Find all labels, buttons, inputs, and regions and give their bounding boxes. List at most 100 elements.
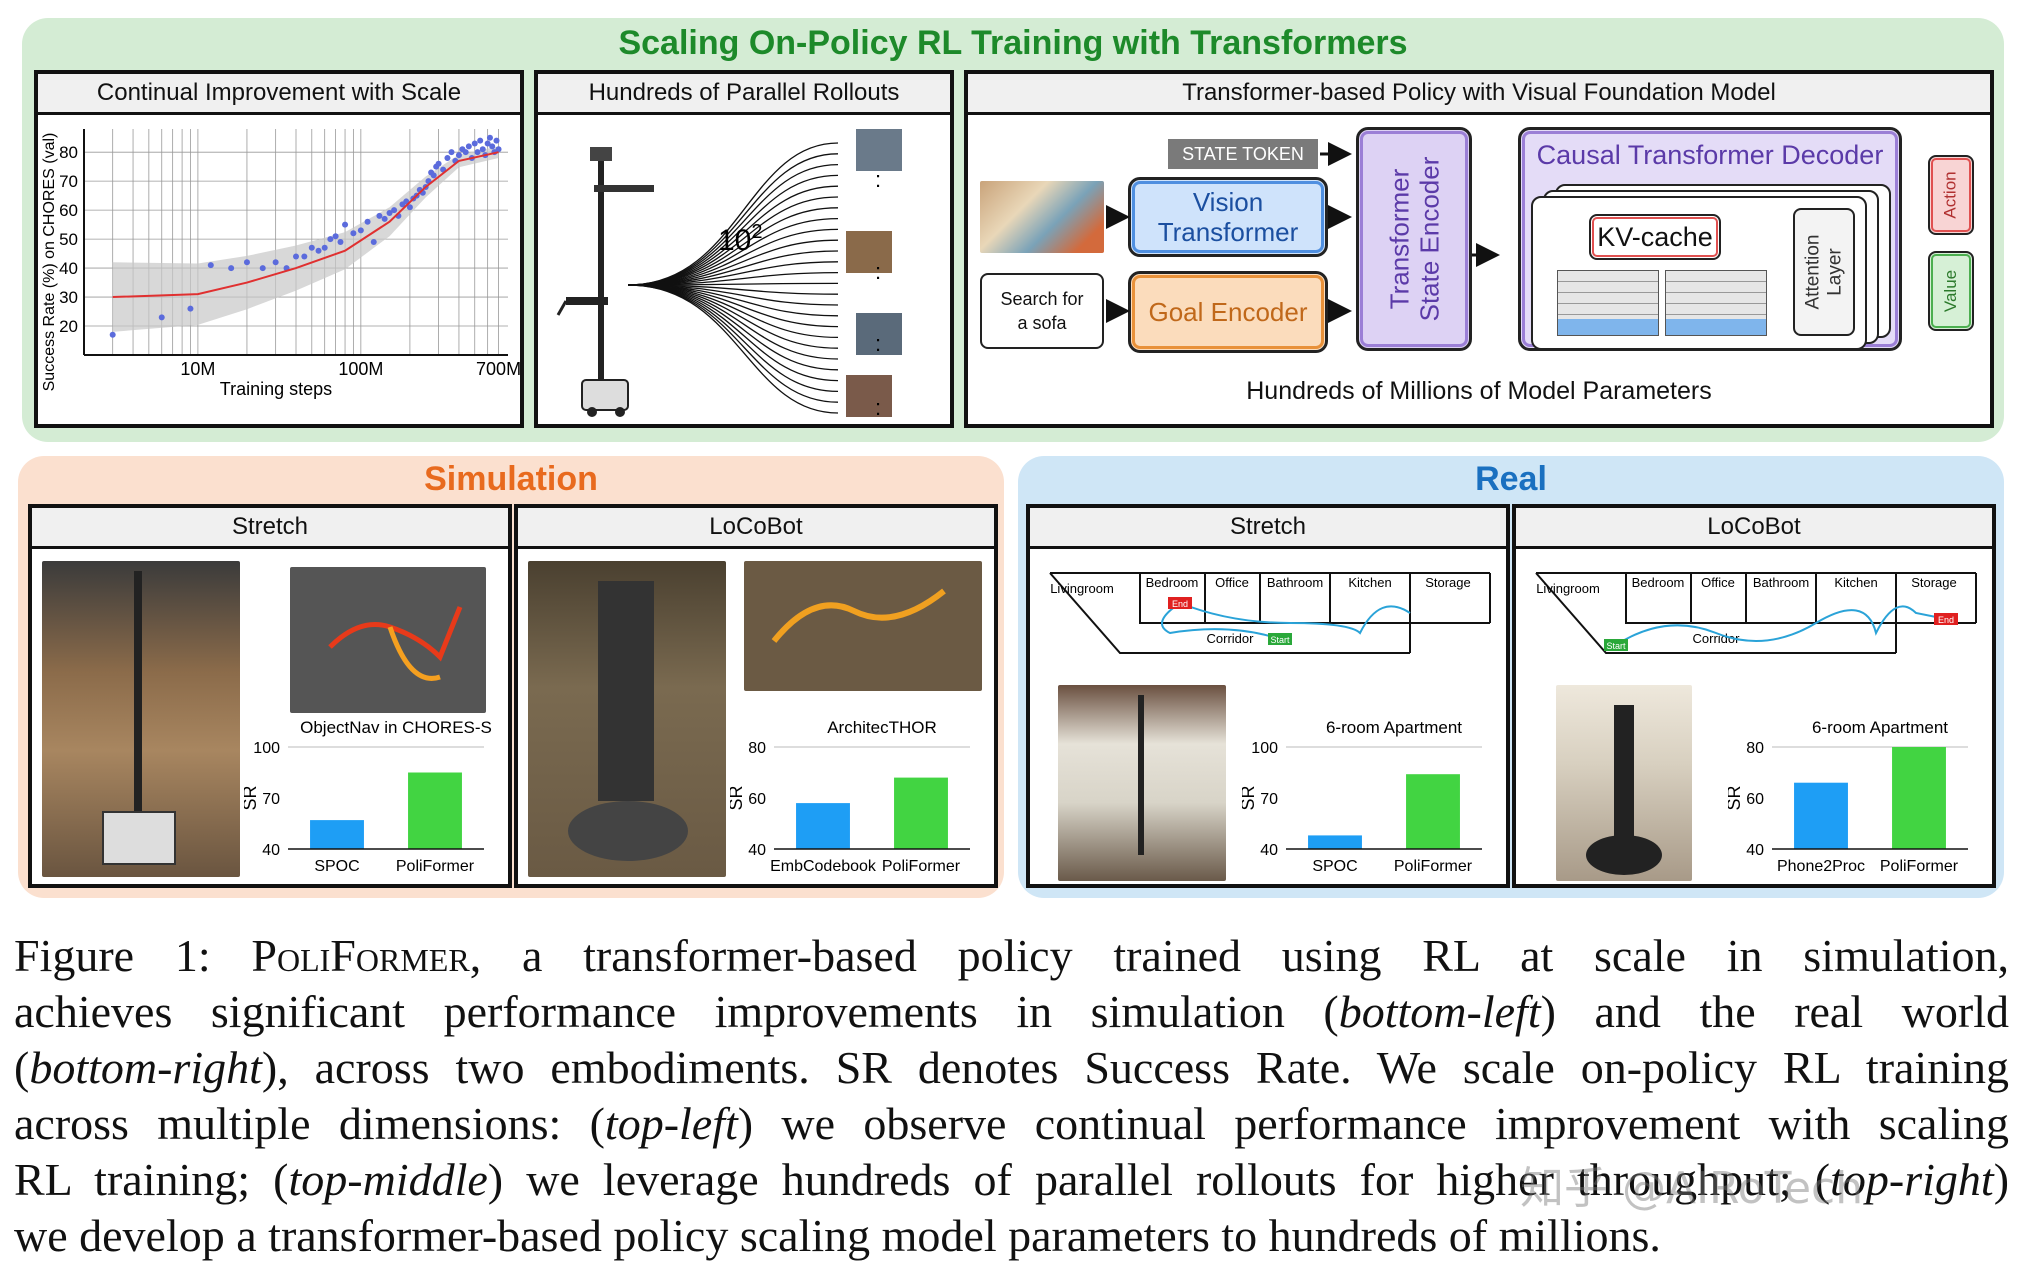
bar-embcodebook (796, 803, 850, 849)
real-stretch-photo (1058, 685, 1226, 881)
data-point (293, 253, 299, 260)
data-point (187, 305, 194, 312)
bar-category-label: SPOC (314, 858, 359, 875)
caption-l2b: ) and the real world (1540, 986, 2010, 1037)
real-stretch-header: Stretch (1030, 508, 1506, 549)
start-marker (1604, 639, 1628, 651)
bar-category-label: SPOC (1312, 858, 1357, 875)
y-axis-label: Success Rate (%) on CHORES (val) (41, 133, 58, 392)
data-point (465, 143, 472, 150)
arch-footer: Hundreds of Millions of Model Parameters (1246, 377, 1712, 405)
state-encoder-line2: State Encoder (1414, 156, 1444, 322)
robot-trajectory (1161, 601, 1411, 640)
y-tick-label: 30 (59, 288, 78, 307)
ellipsis-dots: : (875, 331, 881, 356)
trend-line (112, 151, 499, 299)
watermark: 知乎 @AIRoTech (1520, 1163, 1864, 1214)
action-output-box: Action (1928, 155, 1974, 235)
panel2-header: Hundreds of Parallel Rollouts (538, 74, 950, 115)
value-label: Value (1941, 269, 1960, 313)
state-encoder-text: Transformer State Encoder (1384, 157, 1444, 322)
panel-architecture: Transformer-based Policy with Visual Fou… (964, 70, 1994, 428)
room-label: Kitchen (1834, 575, 1877, 590)
state-token-box: STATE TOKEN (1168, 139, 1318, 169)
start-marker (1268, 633, 1292, 645)
bar-poliformer (894, 777, 948, 849)
bar-y-tick: 40 (1260, 842, 1278, 859)
caption-l2a: achieves significant performance improve… (14, 986, 1339, 1037)
data-point (474, 149, 481, 156)
room-label: Corridor (1693, 631, 1741, 646)
rollout-thumbnail (856, 313, 902, 355)
caption-l5-italic: top-middle (288, 1154, 488, 1205)
bar-y-tick: 40 (262, 842, 280, 859)
data-point (272, 259, 279, 266)
decoder-title: Causal Transformer Decoder (1536, 140, 1884, 170)
search-line2: a sofa (1017, 313, 1067, 333)
x-tick-label: 100M (338, 359, 383, 379)
data-point (391, 207, 398, 214)
bar-category-label: PoliFormer (1394, 858, 1473, 875)
rollout-base: 10 (718, 224, 751, 257)
caption-l5a: RL training; ( (14, 1154, 289, 1205)
ellipsis-dots: : (875, 395, 881, 420)
data-point (243, 259, 250, 266)
data-point (444, 154, 451, 161)
data-point (327, 236, 334, 243)
search-line1: Search for (1000, 289, 1084, 309)
bar-chart-title: ArchitecTHOR (827, 718, 937, 737)
kv-cache-box: KV-cache (1589, 214, 1721, 260)
start-label: Start (1606, 641, 1626, 651)
real-title: Real (1475, 460, 1547, 498)
room-label: Bedroom (1632, 575, 1685, 590)
sim-stretch-header: Stretch (32, 508, 508, 549)
caption-l2-italic: bottom-left (1338, 986, 1541, 1037)
x-axis-label: Training steps (220, 379, 332, 399)
bar-chart-title: 6-room Apartment (1326, 718, 1462, 737)
data-point (376, 212, 383, 219)
simulation-title: Simulation (424, 460, 598, 498)
caption-l4a: across multiple dimensions: ( (14, 1098, 605, 1149)
bar-y-label: SR (1728, 785, 1744, 810)
sim-locobot-path (771, 588, 946, 643)
goal-text-box: Search for a sofa (980, 273, 1104, 349)
sim-locobot-header: LoCoBot (518, 508, 994, 549)
bar-category-label: Phone2Proc (1777, 858, 1865, 875)
data-point (406, 204, 413, 211)
ellipsis-dots: : (875, 259, 881, 284)
action-label: Action (1941, 171, 1960, 219)
y-tick-label: 80 (59, 143, 78, 162)
bar-y-label: SR (1242, 785, 1258, 810)
data-point (386, 210, 393, 217)
y-tick-label: 40 (59, 259, 78, 278)
data-point (207, 262, 214, 269)
data-point (357, 227, 364, 234)
data-point (479, 146, 486, 153)
caption-l3b: ), across two embodiments. SR denotes Su… (261, 1042, 2009, 1093)
data-point (332, 233, 339, 240)
data-point (364, 218, 371, 225)
caption-l5b: ) we leverage hundreds of parallel rollo… (487, 1154, 1831, 1205)
state-encoder-box: Transformer State Encoder (1356, 127, 1472, 351)
data-point (455, 152, 462, 159)
end-label: End (1172, 599, 1188, 609)
rollouts-diagram: 102 :::: (556, 129, 902, 420)
attention-text: Attention Layer (1802, 235, 1846, 310)
bar-poliformer (1892, 747, 1946, 849)
data-point (486, 134, 493, 141)
bar-y-tick: 40 (748, 842, 766, 859)
bar-chart-title: 6-room Apartment (1812, 718, 1948, 737)
caption-l1a: Figure 1: (14, 930, 252, 981)
bar-category-label: PoliFormer (396, 858, 475, 875)
bar-y-tick: 40 (1746, 842, 1764, 859)
value-output-box: Value (1928, 251, 1974, 331)
rollout-line (627, 284, 839, 328)
data-point (321, 244, 328, 251)
data-point (350, 230, 357, 237)
bar-category-label: EmbCodebook (770, 858, 877, 875)
decoder-box: Causal Transformer Decoder KV-cache Atte… (1518, 127, 1902, 351)
